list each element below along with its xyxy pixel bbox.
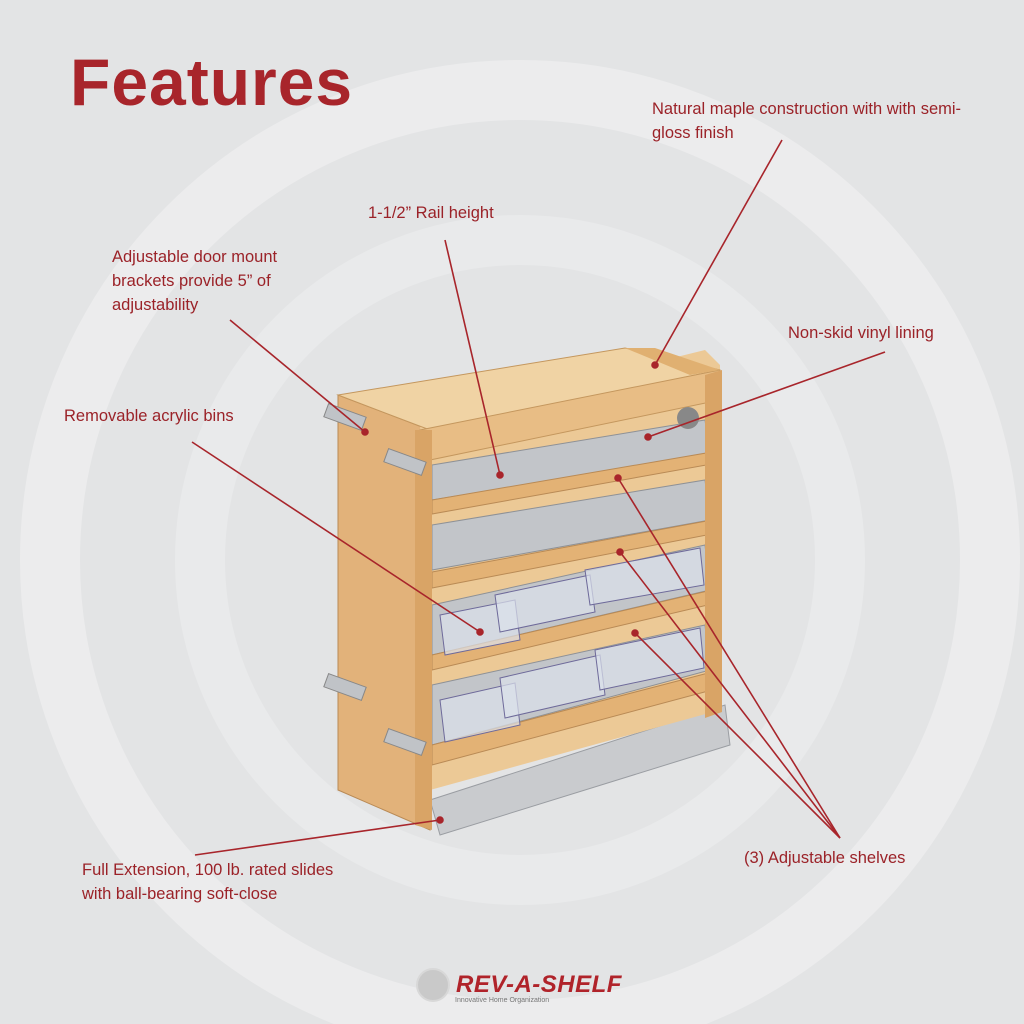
callout-rail-height: 1-1/2” Rail height xyxy=(368,204,494,222)
pullout-cabinet xyxy=(323,347,731,836)
page-title: Features xyxy=(70,45,354,119)
logo-name: REV-A-SHELF xyxy=(456,971,622,998)
background-rings xyxy=(20,60,1020,1024)
brand-logo: REV-A-SHELF xyxy=(416,968,622,1002)
callout-slides: Full Extension, 100 lb. rated slides wit… xyxy=(82,861,334,903)
logo-tagline: Innovative Home Organization xyxy=(455,997,550,1004)
leader-lines xyxy=(191,139,886,856)
logo-emblem-icon xyxy=(416,968,450,1002)
callout-maple: Natural maple construction with with sem… xyxy=(652,100,962,142)
callout-acrylic-bins: Removable acrylic bins xyxy=(64,407,234,425)
callout-door-mount: Adjustable door mount brackets provide 5… xyxy=(112,248,278,314)
callout-adjustable-shelves: (3) Adjustable shelves xyxy=(744,849,906,867)
callout-vinyl-lining: Non-skid vinyl lining xyxy=(788,324,934,342)
